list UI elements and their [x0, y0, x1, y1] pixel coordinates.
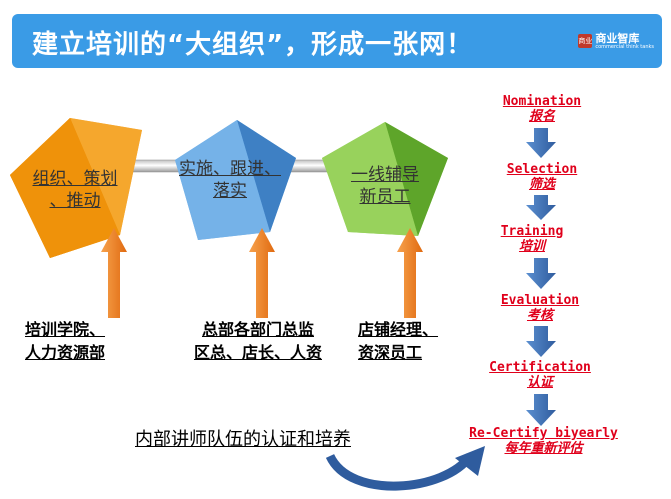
- step-en-label: Evaluation: [500, 293, 580, 308]
- cube-coach: [322, 122, 448, 236]
- source-label-line: 培训学院、: [25, 320, 106, 339]
- step-selection: Selection 筛选: [470, 162, 614, 192]
- step-en-label: Nomination: [502, 94, 582, 109]
- cube-label-implement: 实施、跟进、 落实: [175, 158, 285, 202]
- step-en-label: Re-Certify biyearly: [469, 426, 618, 441]
- source-label-line: 店铺经理、: [358, 320, 439, 339]
- logo-subtext: commercial think tanks: [595, 43, 654, 50]
- up-arrow-3: [397, 228, 423, 318]
- source-label-line: 人力资源部: [25, 343, 106, 362]
- brand-logo: 商业 商业智库 commercial think tanks: [578, 28, 654, 54]
- cube-implement: [175, 120, 296, 240]
- logo-mark-icon: 商业: [578, 34, 593, 48]
- source-label-line: 资深员工: [358, 343, 423, 362]
- step-zh-label: 每年重新评估: [504, 441, 583, 456]
- source-label-line: 总部各部门总监: [201, 320, 314, 339]
- step-arrow-4: [526, 326, 556, 357]
- step-zh-label: 筛选: [528, 177, 555, 192]
- step-arrow-5: [526, 394, 556, 426]
- cube-label-coach: 一线辅导 新员工: [335, 164, 435, 208]
- step-zh-label: 认证: [526, 375, 553, 390]
- source-label-hq: 总部各部门总监 区总、店长、人资: [178, 318, 338, 364]
- cube-organize: [10, 118, 142, 258]
- step-arrow-1: [526, 128, 556, 158]
- step-certification: Certification 认证: [468, 360, 612, 390]
- source-label-line: 区总、店长、人资: [193, 343, 322, 362]
- cube-label-line: 实施、跟进、: [179, 159, 281, 179]
- title-banner: 建立培训的“大组织”，形成一张网！ 商业 商业智库 commercial thi…: [12, 14, 662, 68]
- cube-label-line: 新员工: [359, 187, 411, 207]
- step-nomination: Nomination 报名: [470, 94, 614, 124]
- curved-arrow: [325, 446, 485, 491]
- up-arrow-2: [249, 228, 275, 318]
- up-arrow-1: [101, 228, 127, 318]
- cube-label-line: 组织、策划: [32, 169, 118, 189]
- cube-label-organize: 组织、策划 、推动: [20, 168, 130, 212]
- step-zh-label: 考核: [526, 308, 553, 323]
- step-evaluation: Evaluation 考核: [468, 293, 612, 323]
- source-label-academy: 培训学院、 人力资源部: [25, 318, 145, 364]
- cube-label-line: 、推动: [49, 191, 101, 211]
- step-en-label: Selection: [506, 162, 578, 177]
- step-zh-label: 培训: [518, 239, 545, 254]
- step-zh-label: 报名: [528, 109, 555, 124]
- cube-label-line: 一线辅导: [351, 165, 419, 185]
- cube-label-line: 落实: [213, 181, 247, 201]
- step-en-label: Training: [500, 224, 564, 239]
- step-arrow-2: [526, 195, 556, 220]
- step-arrow-3: [526, 258, 556, 289]
- step-en-label: Certification: [489, 360, 591, 375]
- step-recertify: Re-Certify biyearly 每年重新评估: [456, 426, 631, 456]
- bottom-label: 内部讲师队伍的认证和培养: [135, 429, 351, 450]
- logo-text: 商业智库: [595, 31, 640, 45]
- page-title: 建立培训的“大组织”，形成一张网！: [32, 30, 474, 60]
- step-training: Training 培训: [460, 224, 604, 254]
- source-label-store: 店铺经理、 资深员工: [358, 318, 458, 364]
